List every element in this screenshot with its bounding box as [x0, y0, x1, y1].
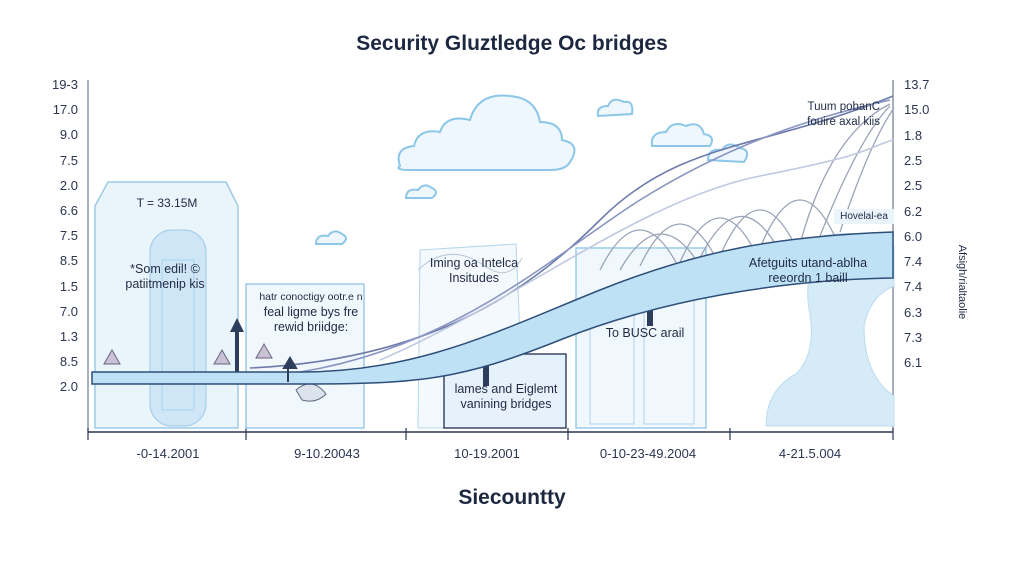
left-tick-label: 6.6 — [59, 203, 78, 218]
top-right-note: Tuum pobanC fouire axal kiis — [770, 100, 880, 130]
panel-2 — [230, 283, 365, 429]
x-tick-label: 10-19.2001 — [454, 446, 520, 461]
bridge-arches — [599, 103, 895, 271]
panel-5-note: Afetguits utand-ablha reeordn 1 baill — [728, 256, 888, 286]
right-tick-label: 7.4 — [904, 254, 923, 270]
panel-3-note: Iming oa Intelca Insitudes — [414, 256, 534, 286]
x-tick-label: -0-14.2001 — [136, 446, 200, 461]
x-tick-label: 9-10.20043 — [294, 446, 360, 461]
right-tick-label: 13.7 — [904, 77, 930, 92]
panel-2-note: hatr conoctigy ootr.e n feal ligme bys f… — [246, 290, 376, 335]
left-tick-label: 8.5 — [59, 354, 78, 370]
baseline-ticks — [87, 428, 894, 440]
panel-1 — [94, 181, 239, 429]
panel-3-note-line-2: Insitudes — [448, 271, 500, 285]
right-axis-label: Afsigh/rialtaolie — [956, 244, 968, 320]
rising-ribbon — [91, 231, 894, 385]
left-tick-label: 7.5 — [59, 152, 78, 168]
left-tick-label: 1.5 — [59, 278, 78, 294]
x-tick-label: 0-10-23-49.2004 — [599, 446, 697, 461]
top-right-note-line-2: fouire axal kiis — [807, 116, 880, 128]
left-tick-label: 7.0 — [59, 303, 78, 319]
panel-2-note-line-1: hatr conoctigy ootr.e n — [259, 291, 363, 303]
right-tick-label: 1.8 — [904, 127, 923, 143]
panel-1-note-line-2: patiitmenip kis — [125, 277, 205, 291]
tower — [765, 233, 895, 427]
trend-lines — [249, 95, 894, 373]
x-axis-title: Siecountty — [458, 486, 566, 509]
right-tick-label: 2.5 — [904, 152, 923, 168]
left-tick-label: 2.0 — [59, 177, 78, 193]
panel-3-note-line-1: Iming oa Intelca — [429, 256, 519, 270]
right-tick-label: 15.0 — [904, 102, 930, 118]
left-tick-label: 7.5 — [59, 228, 78, 244]
panel-3-box-note-line-1: lames and Eiglemt — [454, 382, 558, 396]
panel-3-box-note-line-2: vanining bridges — [460, 397, 552, 411]
panel-4-note: To BUSC arail — [605, 326, 685, 340]
left-tick-label: 19-3 — [51, 77, 78, 92]
right-tick-label: 6.0 — [904, 228, 923, 244]
right-tick-label: 7.3 — [904, 330, 923, 345]
diagram-title: Security Gluztledge Oc bridges — [356, 32, 668, 55]
panel-2-note-line-3: rewid briidge: — [273, 320, 349, 334]
top-right-note-line-1: Tuum pobanC — [807, 101, 880, 113]
panel-5-note-line-1: Afetguits utand-ablha — [748, 256, 868, 270]
left-tick-label: 1.3 — [59, 329, 78, 344]
right-tick-label: 7.4 — [904, 279, 923, 295]
t-value-label: T = 33.15M — [136, 196, 198, 210]
left-tick-label: 17.0 — [52, 102, 78, 118]
panel-1-note: *Som edil! © patiitmenip kis — [100, 262, 230, 292]
left-tick-label: 8.5 — [59, 253, 78, 269]
right-tick-label: 6.2 — [904, 203, 923, 219]
left-tick-label: 2.0 — [59, 379, 78, 395]
panel-2-note-line-2: feal ligme bys fre — [263, 305, 359, 319]
right-tick-label: 6.1 — [904, 355, 923, 371]
x-tick-label: 4-21.5.004 — [778, 446, 842, 461]
right-tick-label: 2.5 — [904, 178, 923, 194]
right-tick-label: 6.3 — [904, 304, 923, 320]
tag-label: Hovelal-ea — [834, 209, 894, 224]
panel-5-note-line-2: reeordn 1 baill — [768, 271, 848, 285]
cloud-icon — [397, 94, 576, 171]
panel-1-note-line-1: *Som edil! © — [130, 262, 200, 276]
panel-3-box-note: lames and Eiglemt vanining bridges — [446, 382, 566, 412]
left-tick-label: 9.0 — [59, 127, 78, 143]
